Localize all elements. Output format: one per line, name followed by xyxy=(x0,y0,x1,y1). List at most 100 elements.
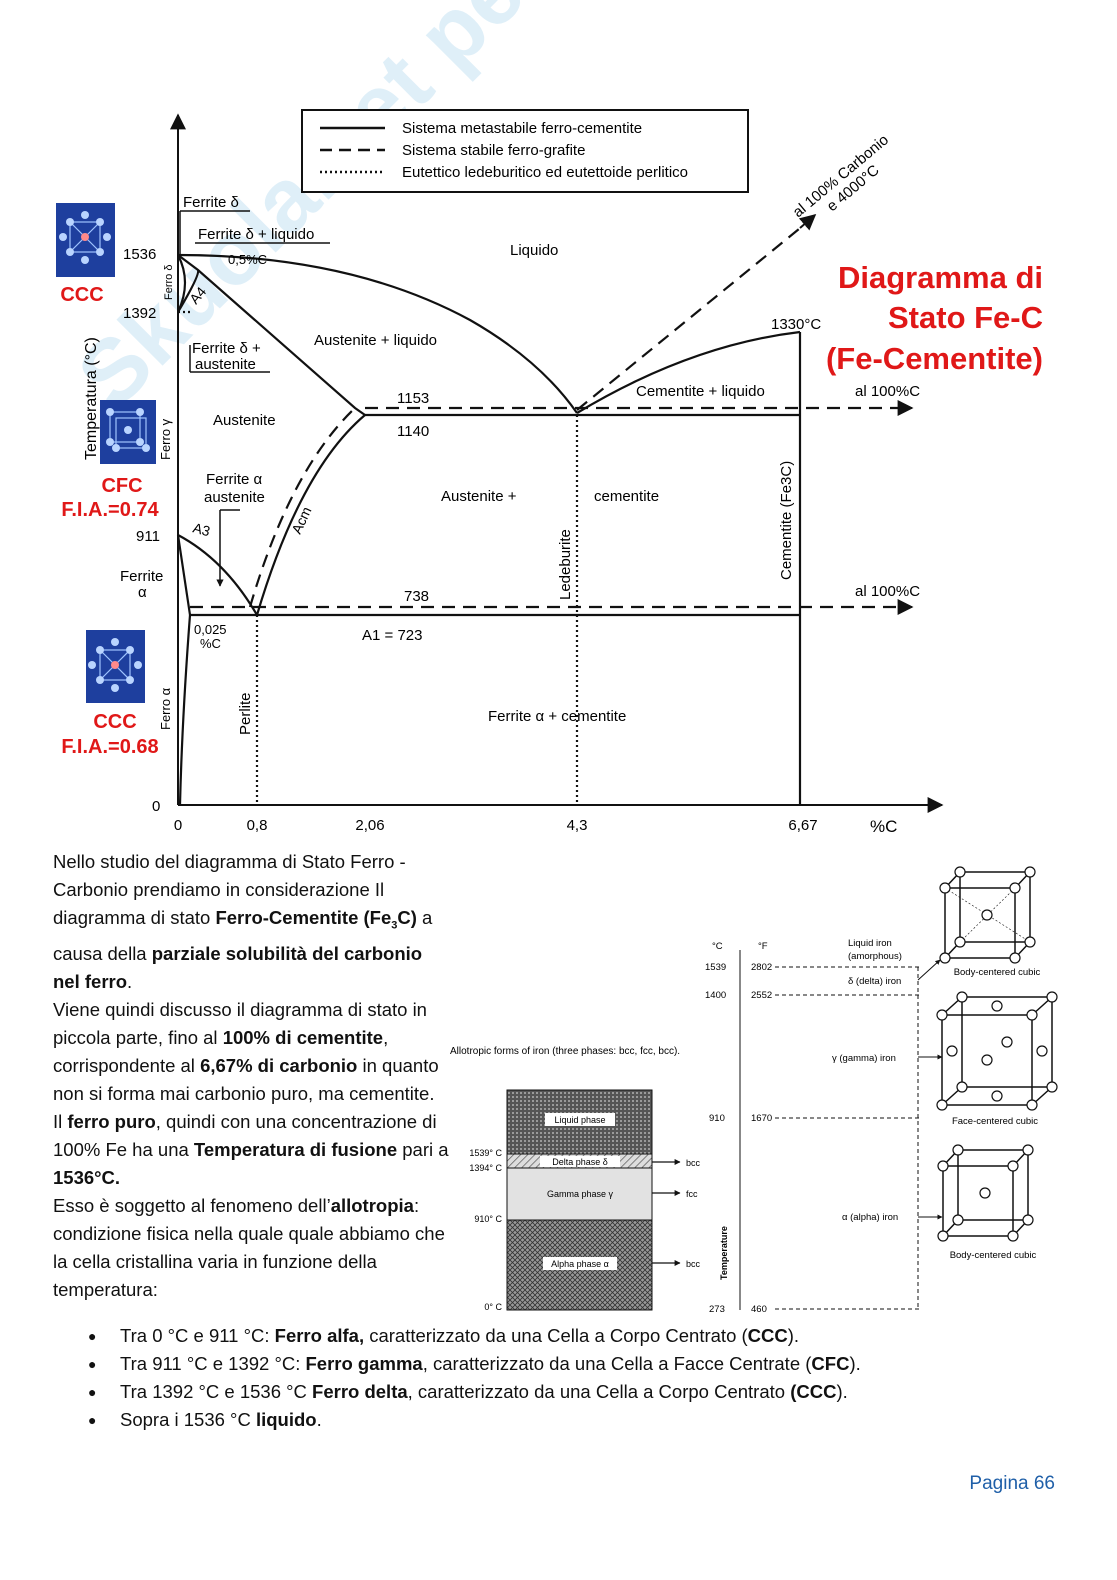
label-ferrite-delta: Ferrite δ xyxy=(183,194,239,211)
x-tick-labels: 0 0,8 2,06 4,3 6,67 xyxy=(174,817,818,834)
unit-cell-cfc xyxy=(100,400,156,464)
label-perlite: Perlite xyxy=(237,692,254,735)
y-axis-label: Temperatura (°C) xyxy=(83,337,100,460)
label-liquido: Liquido xyxy=(510,242,558,259)
list-item: Tra 911 °C e 1392 °C: Ferro gamma, carat… xyxy=(88,1350,1088,1378)
cell-name-1: CCC xyxy=(60,284,103,306)
scale-f-1670: 1670 xyxy=(751,1113,772,1124)
label-cementite: cementite xyxy=(594,488,659,505)
label-austenite: Austenite xyxy=(213,412,276,429)
iron-liquid-1: Liquid iron xyxy=(848,938,892,949)
allotropic-figure: Allotropic forms of iron (three phases: … xyxy=(450,866,1058,1315)
struct-bcc-1: bcc xyxy=(686,1158,701,1168)
iron-liquid-2: (amorphous) xyxy=(848,951,902,962)
label-ferro-gamma: Ferro γ xyxy=(158,418,173,460)
label-1140: 1140 xyxy=(397,423,429,440)
paragraph-4: Esso è soggetto al fenomeno dell’allotro… xyxy=(53,1194,445,1300)
label-cementite-liquido: Cementite + liquido xyxy=(636,383,765,400)
label-a1: A1 = 723 xyxy=(362,627,422,644)
label-ledeburite: Ledeburite xyxy=(557,529,574,600)
list-item: Sopra i 1536 °C liquido. xyxy=(88,1406,1088,1434)
scale-c-273: 273 xyxy=(709,1304,725,1315)
label-fa-austenite-1: Ferrite α xyxy=(206,471,263,488)
x-axis-unit: %C xyxy=(870,817,897,836)
label-738: 738 xyxy=(404,588,429,605)
col-f: °F xyxy=(758,941,768,952)
y-tick-1392: 1392 xyxy=(123,305,156,322)
legend-dashed: Sistema stabile ferro-grafite xyxy=(402,142,585,159)
label-al100-2: al 100%C xyxy=(855,583,920,600)
x-tick-0: 0 xyxy=(174,817,182,834)
struct-fcc: fcc xyxy=(686,1189,698,1199)
title-line-3: (Fe-Cementite) xyxy=(826,341,1043,376)
scale-f-2802: 2802 xyxy=(751,962,772,973)
bullet-list: Tra 0 °C e 911 °C: Ferro alfa, caratteri… xyxy=(88,1322,1088,1434)
temp-1394: 1394° C xyxy=(469,1163,502,1173)
scale-c-1400: 1400 xyxy=(705,990,726,1001)
label-ferrite-cementite: Ferrite α + cementite xyxy=(488,708,626,725)
legend-solid: Sistema metastabile ferro-cementite xyxy=(402,120,642,137)
allotropic-caption: Allotropic forms of iron (three phases: … xyxy=(450,1046,680,1057)
x-tick-08: 0,8 xyxy=(247,817,268,834)
y-tick-911: 911 xyxy=(136,528,160,545)
label-ferrite-1: Ferrite xyxy=(120,568,163,585)
cubic-label-3: Body-centered cubic xyxy=(950,1250,1037,1261)
iron-gamma: γ (gamma) iron xyxy=(832,1053,896,1064)
x-tick-206: 2,06 xyxy=(355,817,384,834)
label-ferrite-2: α xyxy=(138,584,147,601)
scale-f-2552: 2552 xyxy=(751,990,772,1001)
x-tick-667: 6,67 xyxy=(788,817,817,834)
scale-f-460: 460 xyxy=(751,1304,767,1315)
label-al100-1: al 100%C xyxy=(855,383,920,400)
label-1330: 1330°C xyxy=(771,316,821,333)
x-tick-43: 4,3 xyxy=(567,817,588,834)
cell-fia-2: F.I.A.=0.74 xyxy=(61,499,159,521)
fe-c-diagram: Skuola.net per gli studenti dallo studen… xyxy=(56,0,1117,836)
temp-0: 0° C xyxy=(484,1302,502,1312)
legend-dotted: Eutettico ledeburitico ed eutettoide per… xyxy=(402,164,688,181)
title-line-2: Stato Fe-C xyxy=(888,300,1043,335)
label-austenite-cementite: Austenite + xyxy=(441,488,517,505)
paragraph-3: Il ferro puro, quindi con una concentraz… xyxy=(53,1110,449,1188)
title-line-1: Diagramma di xyxy=(838,260,1043,295)
list-item: Tra 0 °C e 911 °C: Ferro alfa, caratteri… xyxy=(88,1322,1088,1350)
label-austenite-liquido: Austenite + liquido xyxy=(314,332,437,349)
label-fa-austenite-2: austenite xyxy=(204,489,265,506)
phase-delta: Delta phase δ xyxy=(552,1157,608,1167)
temperature-label: Temperature xyxy=(719,1226,729,1280)
label-acm: Acm xyxy=(288,504,314,536)
list-item: Tra 1392 °C e 1536 °C Ferro delta, carat… xyxy=(88,1378,1088,1406)
label-c05: 0,5%C xyxy=(228,252,267,267)
label-0025-1: 0,025 xyxy=(194,622,227,637)
page-number: Pagina 66 xyxy=(969,1473,1055,1494)
struct-bcc-2: bcc xyxy=(686,1259,701,1269)
iron-alpha: α (alpha) iron xyxy=(842,1212,898,1223)
phase-gamma: Gamma phase γ xyxy=(547,1189,614,1199)
diagram-title: Diagramma di Stato Fe-C (Fe-Cementite) xyxy=(826,260,1043,376)
paragraph-2: Viene quindi discusso il diagramma di st… xyxy=(53,998,439,1104)
label-0025-2: %C xyxy=(200,636,221,651)
label-cementite-fe3c: Cementite (Fe3C) xyxy=(778,461,795,580)
body-paragraph: Nello studio del diagramma di Stato Ferr… xyxy=(53,848,453,1304)
label-ferro-delta: Ferro δ xyxy=(163,265,175,300)
temp-1539: 1539° C xyxy=(469,1148,502,1158)
unit-cell-ccc-1 xyxy=(56,203,115,277)
label-ferro-alpha: Ferro α xyxy=(158,687,173,730)
phase-liquid: Liquid phase xyxy=(554,1115,605,1125)
label-a3: A3 xyxy=(191,519,212,539)
cubic-label-2: Face-centered cubic xyxy=(952,1116,1038,1127)
scale-c-910: 910 xyxy=(709,1113,725,1124)
cell-name-2: CFC xyxy=(101,475,142,497)
label-fd-austenite-2: austenite xyxy=(195,356,256,373)
cubic-label-1: Body-centered cubic xyxy=(954,967,1041,978)
y-tick-labels: 1536 1392 911 0 xyxy=(123,246,160,815)
y-tick-1536: 1536 xyxy=(123,246,156,263)
scale-c-1539: 1539 xyxy=(705,962,726,973)
iron-delta: δ (delta) iron xyxy=(848,976,901,987)
label-fd-austenite-1: Ferrite δ + xyxy=(192,340,261,357)
legend: Sistema metastabile ferro-cementite Sist… xyxy=(301,109,749,193)
paragraph-1: Nello studio del diagramma di Stato Ferr… xyxy=(53,851,433,992)
y-tick-0: 0 xyxy=(152,798,160,815)
cell-name-3: CCC xyxy=(93,711,136,733)
temp-910: 910° C xyxy=(474,1214,502,1224)
